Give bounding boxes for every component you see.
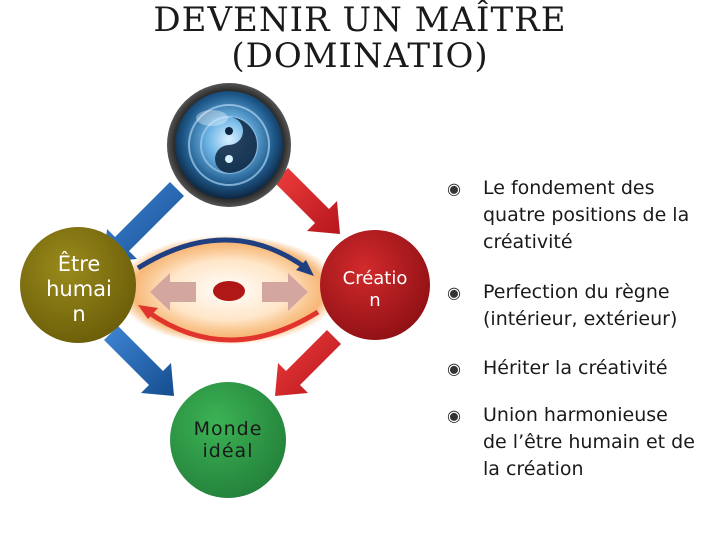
- side-arrow-right: [262, 273, 308, 311]
- list-item: ◉ Le fondement des quatre positions de l…: [447, 175, 717, 256]
- target-bullet-icon: ◉: [447, 283, 461, 302]
- list-item: ◉ Union harmonieuse de l’être humain et …: [447, 402, 717, 483]
- bullet-text: Hériter la créativité: [483, 357, 668, 379]
- creation-label-line: Créatio: [342, 268, 408, 289]
- arc-blue-head: [296, 260, 314, 276]
- ideal-world-node: [170, 382, 286, 498]
- human-node: [20, 227, 136, 343]
- creation-label-line: n: [369, 290, 381, 311]
- creation-node: [320, 230, 430, 340]
- target-bullet-icon: ◉: [447, 359, 461, 378]
- center-oval: [213, 281, 245, 301]
- human-node-label: Être humai n: [34, 252, 124, 327]
- yin-yang-orb-icon: [167, 83, 291, 207]
- bullet-text: Perfection du règne (intérieur, extérieu…: [483, 281, 678, 330]
- side-arrow-left: [150, 273, 196, 311]
- page-title: DEVENIR UN MAÎTRE (DOMINATIO): [0, 2, 720, 74]
- bullet-text: Union harmonieuse de l’être humain et de…: [483, 404, 695, 480]
- arrow-orb-to-creation: [274, 168, 340, 234]
- arrow-human-to-ideal: [104, 326, 174, 396]
- arrow-creation-to-ideal: [275, 330, 341, 396]
- ideal-world-node-label: Monde idéal: [178, 418, 278, 462]
- ideal-world-label-line: Monde: [193, 418, 263, 440]
- target-bullet-icon: ◉: [447, 406, 461, 425]
- human-label-line: humai: [46, 277, 112, 301]
- bullet-text: Le fondement des quatre positions de la …: [483, 177, 690, 253]
- list-item: ◉ Hériter la créativité: [447, 355, 717, 382]
- list-item: ◉ Perfection du règne (intérieur, extéri…: [447, 279, 717, 333]
- title-line-2: (DOMINATIO): [231, 36, 489, 76]
- creation-node-label: Créatio n: [330, 268, 420, 312]
- arc-red-head: [138, 305, 158, 319]
- arrow-orb-to-human: [104, 182, 184, 262]
- target-bullet-icon: ◉: [447, 179, 461, 198]
- human-label-line: n: [72, 302, 86, 326]
- arc-red: [146, 309, 320, 343]
- arc-blue: [136, 237, 308, 271]
- ideal-world-label-line: idéal: [202, 440, 254, 462]
- title-line-1: DEVENIR UN MAÎTRE: [153, 0, 567, 40]
- human-label-line: Être: [57, 252, 101, 276]
